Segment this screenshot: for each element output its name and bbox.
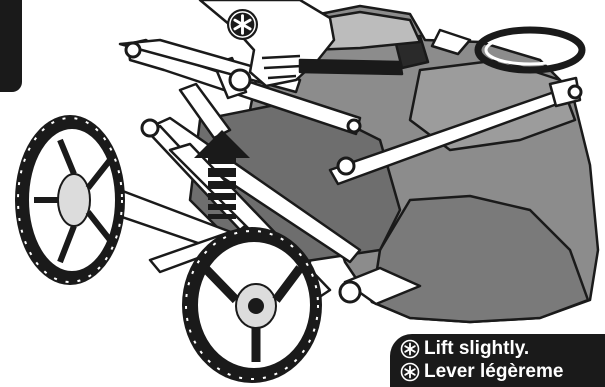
front-wheel bbox=[182, 227, 322, 383]
asterisk-circle-icon bbox=[226, 8, 259, 41]
caption-text-fr: Lever légèreme bbox=[424, 361, 563, 383]
asterisk-circle-icon bbox=[400, 339, 420, 359]
instruction-caption: Lift slightly. Lever légèreme bbox=[390, 334, 605, 387]
caption-text-en: Lift slightly. bbox=[424, 338, 529, 360]
caption-line-fr: Lever légèreme bbox=[400, 361, 563, 383]
rear-wheel bbox=[15, 115, 125, 285]
caption-line-en: Lift slightly. bbox=[400, 338, 529, 360]
asterisk-circle-icon bbox=[400, 362, 420, 382]
